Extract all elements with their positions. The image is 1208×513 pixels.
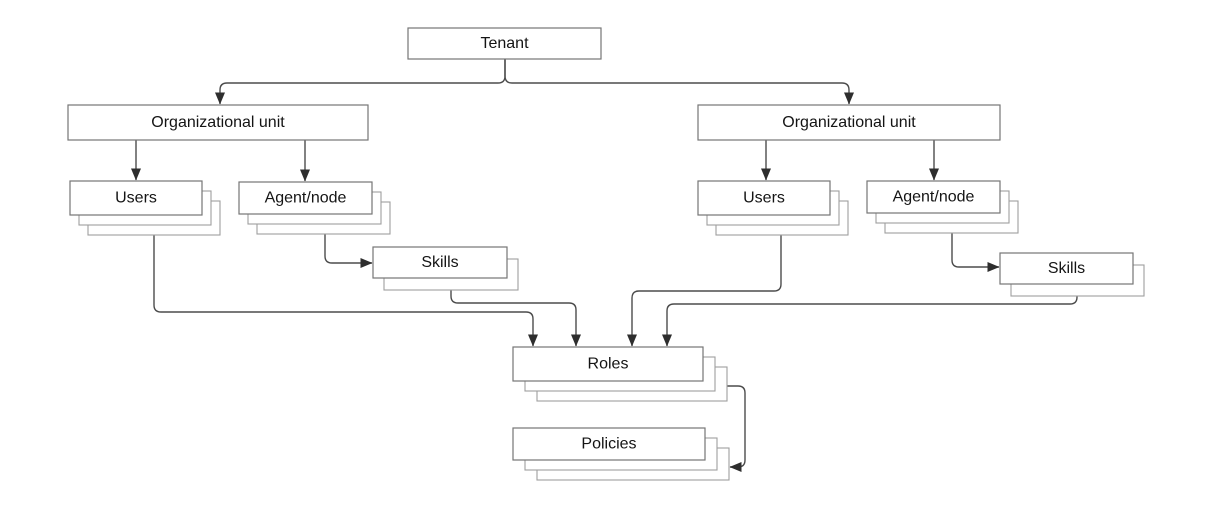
node-skills-right: Skills	[999, 252, 1145, 297]
organizational-unit-left-box	[67, 104, 369, 141]
node-agent-node-right: Agent/node	[866, 180, 1019, 234]
tenant-box	[407, 27, 602, 60]
agent-node-right-box	[866, 180, 1001, 214]
tenant-label: Tenant	[480, 35, 529, 52]
skills-right-label: Skills	[1048, 260, 1085, 277]
node-organizational-unit-right: Organizational unit	[697, 104, 1001, 141]
skills-right-box	[999, 252, 1134, 285]
node-organizational-unit-left: Organizational unit	[67, 104, 369, 141]
node-users-left: Users	[69, 180, 221, 236]
policies-label: Policies	[581, 436, 636, 453]
users-right-label: Users	[743, 190, 785, 207]
edge-agent-right-skills-right	[951, 233, 1000, 272]
edge-users-right-roles	[627, 235, 782, 347]
users-left-box	[69, 180, 203, 216]
edge-agent-left-skills-left	[324, 234, 373, 268]
roles-box	[512, 346, 704, 382]
node-tenant: Tenant	[407, 27, 602, 60]
node-users-right: Users	[697, 180, 849, 236]
agent-node-right-label: Agent/node	[893, 189, 975, 206]
edge-tenant-ou-right	[504, 59, 854, 105]
roles-label: Roles	[588, 356, 629, 373]
organizational-unit-right-box	[697, 104, 1001, 141]
skills-left-label: Skills	[421, 254, 458, 271]
edge-skills-right-roles	[662, 296, 1078, 347]
node-skills-left: Skills	[372, 246, 519, 291]
agent-node-left-box	[238, 181, 373, 215]
connectors	[131, 59, 1078, 472]
node-policies: Policies	[512, 427, 730, 481]
node-agent-node-left: Agent/node	[238, 181, 391, 235]
skills-left-box	[372, 246, 508, 279]
edge-roles-policies	[727, 385, 746, 472]
agent-node-left-label: Agent/node	[265, 190, 347, 207]
users-left-label: Users	[115, 190, 157, 207]
organizational-unit-right-label: Organizational unit	[782, 114, 916, 131]
edge-users-left-roles	[153, 235, 538, 347]
edge-skills-left-roles	[450, 290, 581, 347]
node-roles: Roles	[512, 346, 728, 402]
organizational-unit-left-label: Organizational unit	[151, 114, 285, 131]
edge-tenant-ou-left	[215, 59, 506, 105]
policies-box	[512, 427, 706, 461]
users-right-box	[697, 180, 831, 216]
